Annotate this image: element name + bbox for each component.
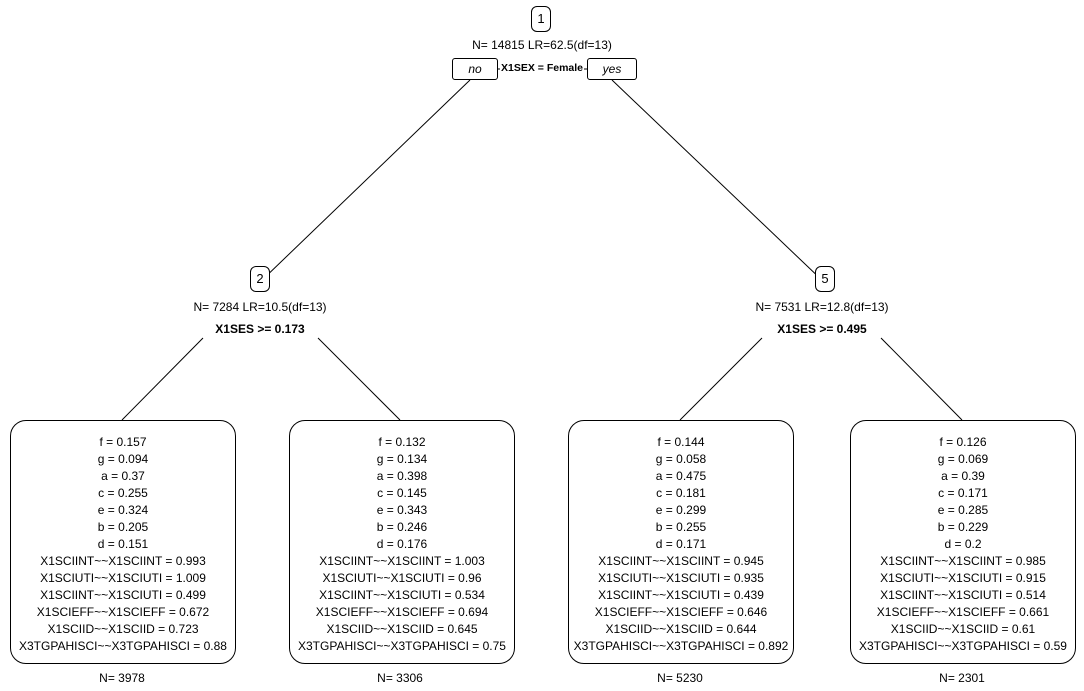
leaf-node-2-params: f = 0.132 g = 0.134 a = 0.398 c = 0.145 … (290, 434, 514, 655)
leaf-param-line: X1SCIINT~~X1SCIINT = 0.985 (880, 554, 1046, 568)
leaf-param-line: X1SCIINT~~X1SCIINT = 1.003 (319, 554, 485, 568)
leaf-param-line: X1SCIINT~~X1SCIUTI = 0.439 (598, 588, 764, 602)
leaf-param-line: a = 0.39 (941, 469, 985, 483)
leaf-param-line: X1SCIEFF~~X1SCIEFF = 0.646 (594, 605, 768, 619)
leaf-node-3-n: N= 5230 (657, 671, 703, 685)
edge-right-leaf4 (880, 337, 963, 421)
leaf-node-2-n: N= 3306 (377, 671, 423, 685)
leaf-param-line: X1SCIID~~X1SCIID = 0.644 (605, 622, 757, 636)
edge-left-leaf2 (317, 337, 401, 421)
node-1-id: 1 (531, 6, 551, 32)
leaf-param-line: c = 0.145 (377, 486, 427, 500)
leaf-param-line: X1SCIINT~~X1SCIINT = 0.945 (598, 554, 764, 568)
leaf-param-line: e = 0.299 (655, 503, 707, 517)
leaf-node-4: f = 0.126 g = 0.069 a = 0.39 c = 0.171 e… (850, 420, 1076, 664)
leaf-param-line: g = 0.069 (937, 452, 989, 466)
leaf-param-line: d = 0.151 (97, 537, 149, 551)
node-1-stats: N= 14815 LR=62.5(df=13) (472, 38, 612, 52)
leaf-param-line: X3TGPAHISCI~~X3TGPAHISCI = 0.892 (573, 639, 789, 653)
leaf-node-2: f = 0.132 g = 0.134 a = 0.398 c = 0.145 … (289, 420, 515, 664)
leaf-node-1-params: f = 0.157 g = 0.094 a = 0.37 c = 0.255 e… (11, 434, 235, 655)
leaf-param-line: X3TGPAHISCI~~X3TGPAHISCI = 0.75 (298, 639, 506, 653)
leaf-param-line: X1SCIEFF~~X1SCIEFF = 0.694 (315, 605, 489, 619)
leaf-param-line: b = 0.246 (376, 520, 428, 534)
leaf-param-line: d = 0.2 (944, 537, 982, 551)
edge-root-left (257, 79, 471, 285)
leaf-node-1: f = 0.157 g = 0.094 a = 0.37 c = 0.255 e… (10, 420, 236, 664)
node-5-id: 5 (815, 266, 835, 292)
leaf-param-line: b = 0.255 (655, 520, 707, 534)
leaf-param-line: g = 0.058 (655, 452, 707, 466)
leaf-param-line: b = 0.205 (97, 520, 149, 534)
leaf-param-line: X1SCIUTI~~X1SCIUTI = 0.935 (598, 571, 764, 585)
leaf-param-line: c = 0.171 (938, 486, 988, 500)
branch-yes-label: yes (587, 58, 637, 80)
node-2-id: 2 (250, 266, 270, 292)
leaf-param-line: f = 0.126 (939, 435, 987, 449)
leaf-param-line: g = 0.094 (97, 452, 149, 466)
leaf-node-3-params: f = 0.144 g = 0.058 a = 0.475 c = 0.181 … (569, 434, 793, 655)
leaf-param-line: X1SCIUTI~~X1SCIUTI = 0.915 (880, 571, 1046, 585)
leaf-node-4-params: f = 0.126 g = 0.069 a = 0.39 c = 0.171 e… (851, 434, 1075, 655)
node-2-stats: N= 7284 LR=10.5(df=13) (193, 300, 327, 314)
leaf-param-line: e = 0.285 (937, 503, 989, 517)
leaf-param-line: f = 0.144 (657, 435, 705, 449)
leaf-param-line: X1SCIID~~X1SCIID = 0.645 (326, 622, 478, 636)
leaf-param-line: X1SCIINT~~X1SCIINT = 0.993 (40, 554, 206, 568)
leaf-param-line: X1SCIEFF~~X1SCIEFF = 0.672 (36, 605, 210, 619)
edge-root-right (611, 79, 827, 285)
edge-right-leaf3 (679, 337, 763, 421)
leaf-param-line: X3TGPAHISCI~~X3TGPAHISCI = 0.59 (859, 639, 1067, 653)
leaf-param-line: d = 0.176 (376, 537, 428, 551)
leaf-param-line: a = 0.475 (655, 469, 707, 483)
node-2-split: X1SES >= 0.173 (215, 322, 305, 336)
leaf-param-line: X1SCIID~~X1SCIID = 0.723 (47, 622, 199, 636)
leaf-node-3: f = 0.144 g = 0.058 a = 0.475 c = 0.181 … (568, 420, 794, 664)
leaf-param-line: f = 0.157 (99, 435, 147, 449)
leaf-param-line: a = 0.37 (101, 469, 145, 483)
leaf-param-line: X1SCIEFF~~X1SCIEFF = 0.661 (876, 605, 1050, 619)
leaf-param-line: X1SCIINT~~X1SCIUTI = 0.534 (319, 588, 485, 602)
leaf-node-1-n: N= 3978 (99, 671, 145, 685)
leaf-param-line: X1SCIINT~~X1SCIUTI = 0.499 (40, 588, 206, 602)
node-5-split: X1SES >= 0.495 (777, 322, 867, 336)
branch-no-label: no (452, 58, 498, 80)
leaf-param-line: b = 0.229 (937, 520, 989, 534)
leaf-param-line: c = 0.255 (98, 486, 148, 500)
node-1-split: X1SEX = Female (500, 62, 585, 74)
leaf-param-line: g = 0.134 (376, 452, 428, 466)
leaf-param-line: e = 0.343 (376, 503, 428, 517)
leaf-node-4-n: N= 2301 (939, 671, 985, 685)
leaf-param-line: d = 0.171 (655, 537, 707, 551)
leaf-param-line: X1SCIID~~X1SCIID = 0.61 (890, 622, 1036, 636)
leaf-param-line: f = 0.132 (378, 435, 426, 449)
leaf-param-line: X1SCIUTI~~X1SCIUTI = 1.009 (40, 571, 206, 585)
leaf-param-line: X1SCIINT~~X1SCIUTI = 0.514 (880, 588, 1046, 602)
leaf-param-line: X3TGPAHISCI~~X3TGPAHISCI = 0.88 (19, 639, 227, 653)
leaf-param-line: c = 0.181 (656, 486, 706, 500)
edge-left-leaf1 (121, 337, 204, 421)
leaf-param-line: e = 0.324 (97, 503, 149, 517)
leaf-param-line: a = 0.398 (376, 469, 428, 483)
leaf-param-line: X1SCIUTI~~X1SCIUTI = 0.96 (322, 571, 482, 585)
node-5-stats: N= 7531 LR=12.8(df=13) (755, 300, 889, 314)
